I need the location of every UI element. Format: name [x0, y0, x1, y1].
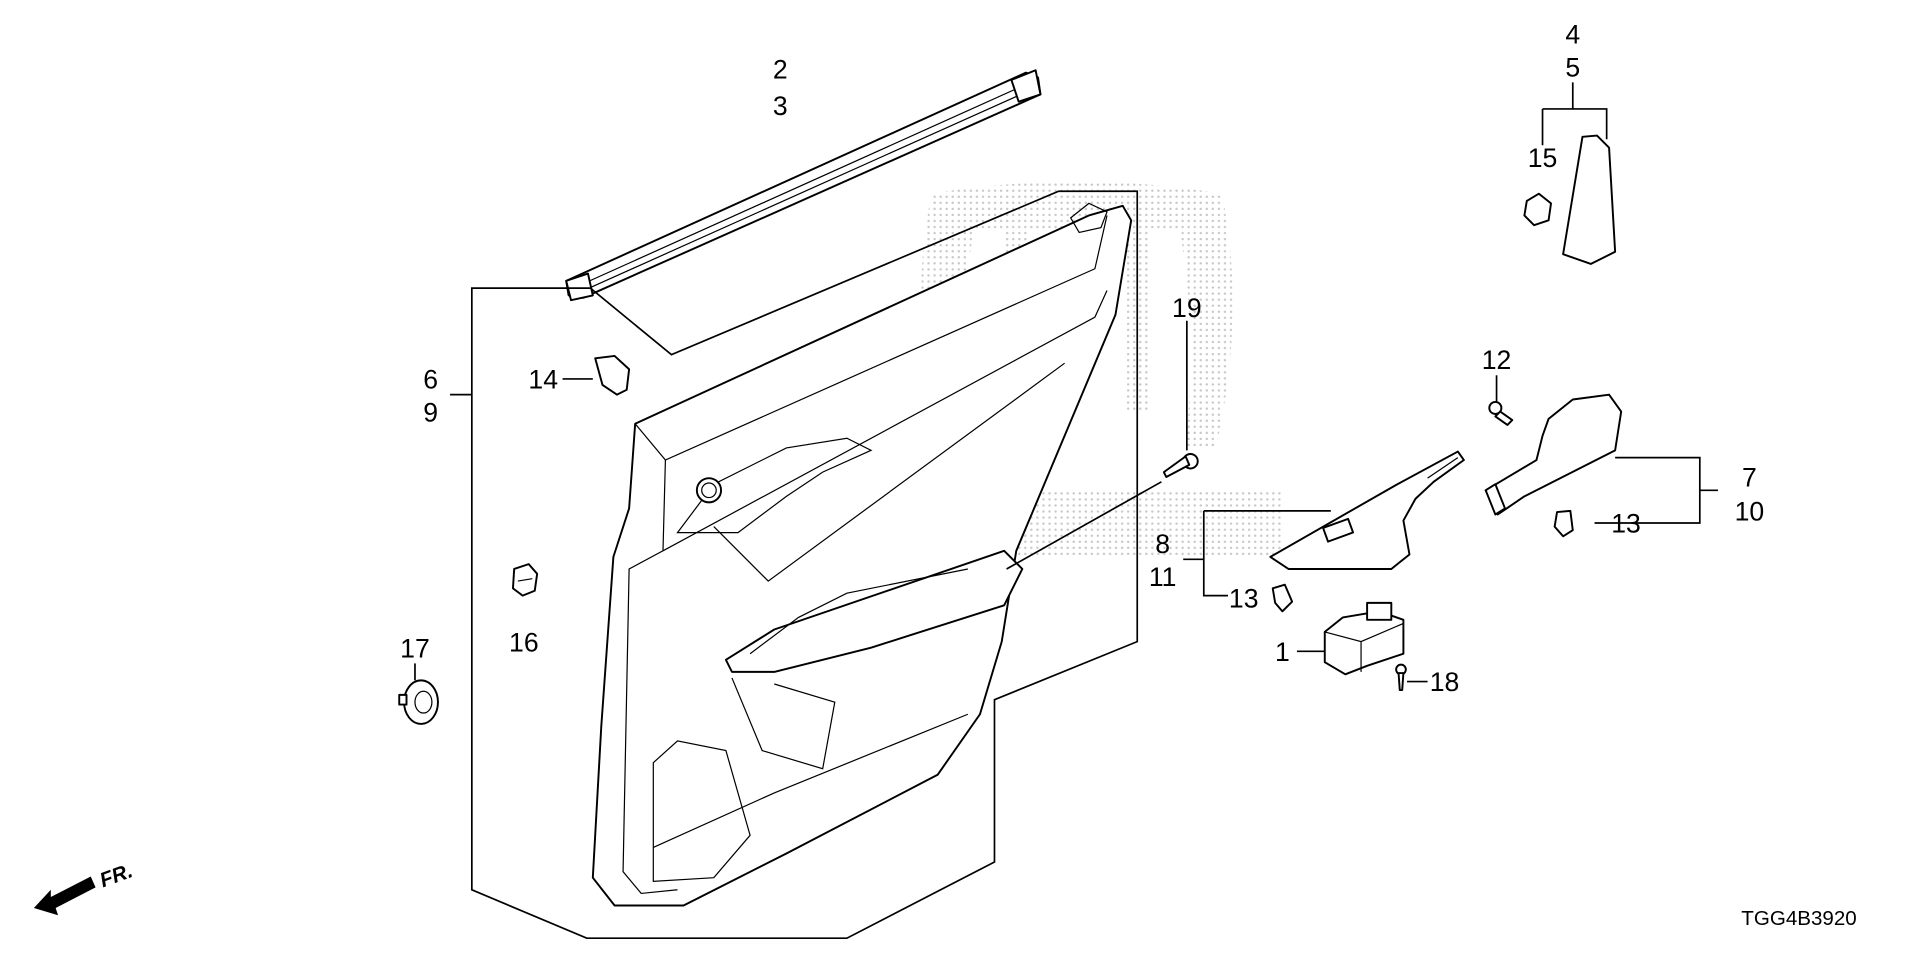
callout-5: 5: [1565, 52, 1580, 82]
screw-18: [1395, 663, 1428, 692]
callout-14: 14: [528, 365, 558, 395]
callout-1: 1: [1275, 637, 1290, 667]
callout-13-left: 13: [1229, 584, 1259, 614]
callout-13-right: 13: [1611, 509, 1641, 539]
weatherstrip-rail: [565, 69, 1042, 302]
armrest-garnish: [1484, 393, 1718, 538]
callout-3: 3: [773, 91, 788, 121]
callout-9: 9: [423, 397, 438, 427]
front-direction-indicator: FR.: [33, 859, 136, 916]
callout-7: 7: [1742, 463, 1757, 493]
clip-16: [512, 563, 539, 597]
power-window-switch: [1296, 601, 1405, 676]
callout-11: 11: [1149, 562, 1177, 592]
callout-17: 17: [400, 633, 430, 663]
grommet-17: [398, 663, 439, 725]
corner-cover: [1523, 82, 1617, 265]
callout-15: 15: [1528, 143, 1558, 173]
front-label: FR.: [97, 859, 136, 892]
diagram-code: TGG4B3920: [1741, 907, 1856, 930]
callout-labels: 2 3 4 5 15 6 9 14 19 12 7 10 13 8 11 13 …: [400, 20, 1764, 698]
door-lining-panel: [591, 202, 1133, 907]
callout-4: 4: [1565, 20, 1580, 50]
screw-12: [1488, 375, 1514, 426]
callout-10: 10: [1735, 497, 1765, 527]
callout-19: 19: [1172, 293, 1202, 323]
callout-12: 12: [1482, 345, 1512, 375]
callout-18: 18: [1430, 667, 1460, 697]
callout-6: 6: [423, 365, 438, 395]
screw-19: [1006, 320, 1199, 570]
clip-14: [562, 354, 631, 396]
door-lining-assembly-outline: [470, 190, 1139, 940]
callout-8: 8: [1155, 529, 1170, 559]
front-arrow-icon: [33, 876, 96, 916]
switch-panel: [1183, 450, 1465, 613]
callout-2: 2: [773, 55, 788, 85]
callout-16: 16: [509, 627, 539, 657]
